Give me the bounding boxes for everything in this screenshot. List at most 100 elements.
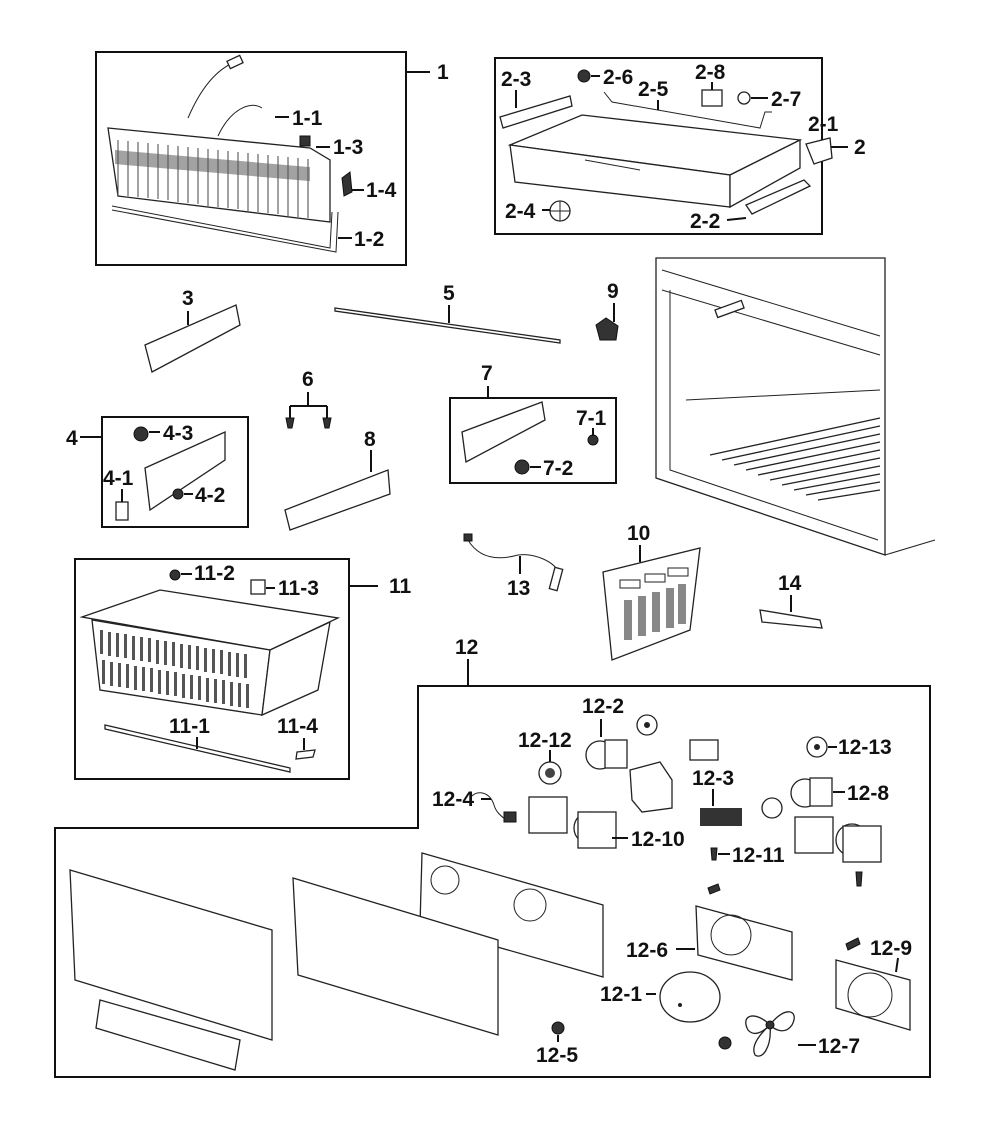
part-4-2[interactable]: [172, 488, 184, 500]
label-12-11[interactable]: 12-11: [732, 844, 785, 867]
part-12-5[interactable]: [551, 1021, 565, 1035]
label-2-1[interactable]: 2-1: [808, 113, 839, 136]
part-4-rail[interactable]: [144, 430, 226, 512]
label-2-5[interactable]: 2-5: [638, 78, 669, 101]
label-1-3[interactable]: 1-3: [333, 136, 363, 159]
label-2-2[interactable]: 2-2: [690, 210, 720, 233]
label-12-5[interactable]: 12-5: [536, 1044, 578, 1067]
part-4-1[interactable]: [115, 501, 129, 521]
label-7-2[interactable]: 7-2: [543, 457, 573, 480]
part-1-2[interactable]: [111, 205, 333, 249]
part-2-1[interactable]: [805, 137, 833, 165]
part-2-8[interactable]: [701, 89, 723, 107]
part-1-1[interactable]: [217, 104, 263, 137]
label-12-3[interactable]: 12-3: [692, 767, 734, 790]
label-2-7[interactable]: 2-7: [771, 88, 801, 111]
label-12-4[interactable]: 12-4: [432, 788, 474, 811]
label-12-13[interactable]: 12-13: [838, 736, 892, 759]
label-2[interactable]: 2: [854, 136, 866, 159]
part-5[interactable]: [334, 307, 561, 344]
part-12-3[interactable]: [700, 808, 742, 826]
label-10[interactable]: 10: [627, 522, 650, 545]
part-12-1[interactable]: [659, 971, 721, 1023]
label-5[interactable]: 5: [443, 282, 455, 305]
label-4[interactable]: 4: [66, 427, 78, 450]
part-6-screw-left[interactable]: [285, 417, 295, 429]
part-2-6[interactable]: [577, 69, 591, 83]
part-12-11[interactable]: [710, 847, 718, 861]
part-11-3[interactable]: [250, 579, 266, 595]
label-4-2[interactable]: 4-2: [195, 484, 225, 507]
part-1-3[interactable]: [299, 135, 311, 147]
part-damper-left[interactable]: [528, 796, 617, 849]
label-7[interactable]: 7: [481, 362, 493, 385]
part-12-4[interactable]: [471, 792, 507, 821]
label-12-7[interactable]: 12-7: [818, 1035, 860, 1058]
part-evaporator[interactable]: [107, 127, 331, 223]
label-12-1[interactable]: 12-1: [600, 983, 642, 1006]
label-8[interactable]: 8: [364, 428, 376, 451]
part-9[interactable]: [595, 317, 619, 341]
part-back-plate[interactable]: [419, 852, 604, 978]
part-12-2[interactable]: [585, 739, 628, 770]
label-1-1[interactable]: 1-1: [292, 107, 323, 130]
part-12-9[interactable]: [835, 959, 911, 1031]
part-6-screw-right[interactable]: [322, 417, 332, 429]
label-11-2[interactable]: 11-2: [194, 562, 235, 585]
label-2-6[interactable]: 2-6: [603, 66, 633, 89]
part-13[interactable]: [467, 539, 561, 576]
part-damper-right[interactable]: [794, 816, 882, 863]
label-6[interactable]: 6: [302, 368, 314, 391]
part-duct-cap[interactable]: [689, 739, 719, 761]
label-12-9[interactable]: 12-9: [870, 937, 912, 960]
label-11-1[interactable]: 11-1: [169, 715, 210, 738]
part-2-2[interactable]: [745, 179, 812, 215]
part-11-2[interactable]: [169, 569, 181, 581]
label-13[interactable]: 13: [507, 577, 530, 600]
part-7-2[interactable]: [514, 459, 530, 475]
part-evap-cover-front[interactable]: [69, 869, 273, 1071]
part-evap-cover-rear[interactable]: [292, 877, 499, 1036]
part-12-8[interactable]: [790, 777, 833, 808]
label-11[interactable]: 11: [389, 575, 412, 598]
part-2-7[interactable]: [737, 91, 751, 105]
label-12[interactable]: 12: [455, 636, 478, 659]
label-3[interactable]: 3: [182, 287, 194, 310]
label-14[interactable]: 14: [778, 572, 802, 595]
part-12-7[interactable]: [745, 1011, 795, 1057]
part-4-3[interactable]: [133, 426, 149, 442]
part-3[interactable]: [144, 304, 241, 373]
part-8[interactable]: [284, 469, 391, 531]
group-7-box: [449, 397, 617, 484]
part-14[interactable]: [759, 609, 823, 629]
label-7-1[interactable]: 7-1: [576, 407, 607, 430]
label-1-4[interactable]: 1-4: [366, 179, 397, 202]
part-12-6[interactable]: [695, 905, 793, 981]
label-12-12[interactable]: 12-12: [518, 729, 572, 752]
label-12-8[interactable]: 12-8: [847, 782, 889, 805]
label-11-3[interactable]: 11-3: [278, 577, 319, 600]
label-4-3[interactable]: 4-3: [163, 422, 193, 445]
label-1-2[interactable]: 1-2: [354, 228, 384, 251]
part-duct[interactable]: [629, 761, 673, 813]
label-12-6[interactable]: 12-6: [626, 939, 668, 962]
label-2-8[interactable]: 2-8: [695, 61, 726, 84]
label-1[interactable]: 1: [437, 61, 449, 84]
part-7-rail[interactable]: [461, 401, 546, 464]
label-2-3[interactable]: 2-3: [501, 68, 531, 91]
part-harness[interactable]: [187, 61, 236, 119]
part-1-4[interactable]: [341, 171, 353, 197]
label-12-10[interactable]: 12-10: [631, 828, 685, 851]
label-9[interactable]: 9: [607, 280, 619, 303]
part-basket[interactable]: [79, 589, 341, 717]
part-2-5[interactable]: [603, 91, 772, 129]
label-4-1[interactable]: 4-1: [103, 467, 134, 490]
label-11-4[interactable]: 11-4: [277, 715, 318, 738]
label-12-2[interactable]: 12-2: [582, 695, 624, 718]
part-2-3[interactable]: [499, 95, 573, 129]
label-2-4[interactable]: 2-4: [505, 200, 536, 223]
part-11-4[interactable]: [295, 749, 316, 760]
part-7-1[interactable]: [587, 434, 599, 446]
part-drawer[interactable]: [507, 114, 803, 209]
